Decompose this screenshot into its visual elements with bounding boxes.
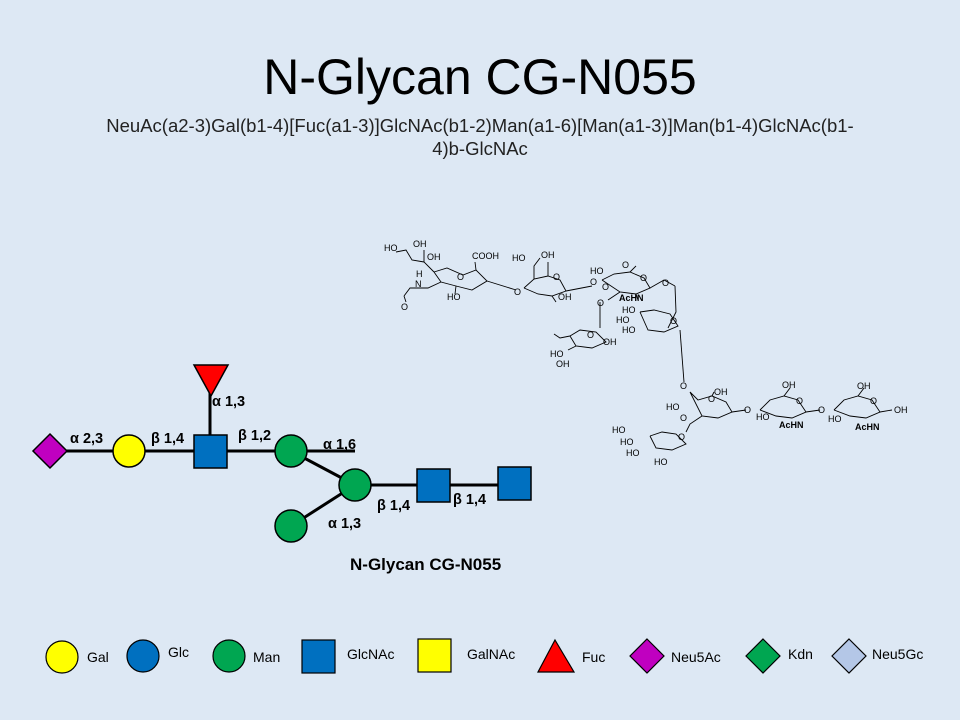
linkage-label: β 1,4 xyxy=(453,492,486,508)
atom-label: O xyxy=(553,272,560,282)
atom-label: HO xyxy=(622,305,636,315)
glycan-caption: N-Glycan CG-N055 xyxy=(350,555,501,574)
atom-label: HO xyxy=(550,349,564,359)
atom-label: HO xyxy=(622,325,636,335)
gal-residue xyxy=(112,434,146,468)
atom-label: AcHN xyxy=(779,420,804,430)
atom-label: HO xyxy=(616,315,630,325)
glcnac-residue-branch xyxy=(193,434,228,469)
atom-label: HO xyxy=(828,414,842,424)
atom-label: HO xyxy=(512,253,526,263)
atom-label: HO xyxy=(590,266,604,276)
atom-label: O xyxy=(870,396,877,406)
chemical-structure: HO OH OH H N O O COOH HO O HO OH O OH O … xyxy=(384,239,908,467)
atom-label: O xyxy=(680,413,687,423)
atom-label: O xyxy=(818,405,825,415)
legend-label: Neu5Ac xyxy=(671,649,721,665)
glcnac-residue-core xyxy=(416,468,451,503)
linkage-label: β 1,4 xyxy=(151,431,184,447)
structure-atom-labels: HO OH OH H N O O COOH HO O HO OH O OH O … xyxy=(384,239,908,467)
neu5ac-residue xyxy=(31,432,69,470)
legend-label: Glc xyxy=(168,644,189,660)
atom-label: OH xyxy=(782,380,796,390)
atom-label: OH xyxy=(541,250,555,260)
glcnac-residue-reducing xyxy=(497,466,532,501)
atom-label: O xyxy=(457,272,464,282)
atom-label: OH xyxy=(894,405,908,415)
legend-man-circle xyxy=(212,639,246,673)
atom-label: O xyxy=(401,302,408,312)
legend-label: GalNAc xyxy=(467,646,515,662)
atom-label: AcHN xyxy=(855,422,880,432)
legend-fuc-triangle xyxy=(537,638,576,673)
atom-label: HO xyxy=(612,425,626,435)
atom-label: N xyxy=(415,279,422,289)
atom-label: HO xyxy=(447,292,461,302)
legend-neu5gc-diamond xyxy=(831,638,867,674)
legend-label: Kdn xyxy=(788,646,813,662)
atom-label: OH xyxy=(714,387,728,397)
legend-kdn-diamond xyxy=(745,638,781,674)
atom-label: AcHN xyxy=(619,293,644,303)
atom-label: OH xyxy=(857,381,871,391)
legend xyxy=(45,638,867,674)
atom-label: O xyxy=(590,277,597,287)
atom-label: OH xyxy=(427,252,441,262)
linkage-label: β 1,2 xyxy=(238,428,271,444)
atom-label: OH xyxy=(413,239,427,249)
linkage-label: β 1,4 xyxy=(377,498,410,514)
legend-galnac-square xyxy=(417,638,452,673)
legend-glc-circle xyxy=(126,639,160,673)
atom-label: O xyxy=(587,330,594,340)
linkage-labels: α 2,3 β 1,4 α 1,3 β 1,2 α 1,6 α 1,3 β 1,… xyxy=(70,394,486,532)
snfg-residues xyxy=(31,364,532,543)
man-residue-core xyxy=(338,468,372,502)
linkage-label: α 1,3 xyxy=(212,394,245,410)
atom-label: HO xyxy=(384,243,398,253)
atom-label: OH xyxy=(603,337,617,347)
atom-label: HO xyxy=(620,437,634,447)
atom-label: O xyxy=(796,396,803,406)
legend-label: Gal xyxy=(87,649,109,665)
atom-label: HO xyxy=(654,457,668,467)
atom-label: O xyxy=(597,298,604,308)
legend-labels: Gal Glc Man GlcNAc GalNAc Fuc Neu5Ac Kdn… xyxy=(87,644,923,665)
atom-label: O xyxy=(602,282,609,292)
man-residue-a13 xyxy=(274,509,308,543)
atom-label: O xyxy=(678,432,685,442)
atom-label: O xyxy=(680,381,687,391)
structure-bonds xyxy=(395,249,893,451)
atom-label: O xyxy=(662,278,669,288)
linkage-label: α 1,3 xyxy=(328,516,361,532)
atom-label: COOH xyxy=(472,251,499,261)
man-residue-a16 xyxy=(274,434,308,468)
atom-label: O xyxy=(670,316,677,326)
atom-label: O xyxy=(708,394,715,404)
fuc-residue xyxy=(192,364,230,398)
legend-glcnac-square xyxy=(301,639,336,674)
atom-label: OH xyxy=(556,359,570,369)
atom-label: O xyxy=(622,260,629,270)
legend-neu5ac-diamond xyxy=(629,638,665,674)
atom-label: O xyxy=(640,273,647,283)
linkage-label: α 1,6 xyxy=(323,437,356,453)
atom-label: HO xyxy=(666,402,680,412)
atom-label: OH xyxy=(558,292,572,302)
legend-label: GlcNAc xyxy=(347,646,394,662)
atom-label: H xyxy=(416,269,423,279)
atom-label: O xyxy=(744,405,751,415)
linkage-label: α 2,3 xyxy=(70,431,103,447)
atom-label: HO xyxy=(626,448,640,458)
legend-gal-circle xyxy=(45,640,79,674)
legend-label: Man xyxy=(253,649,280,665)
atom-label: O xyxy=(514,287,521,297)
page-title: N-Glycan CG-N055 xyxy=(263,49,697,105)
iupac-sequence: NeuAc(a2-3)Gal(b1-4)[Fuc(a1-3)]GlcNAc(b1… xyxy=(106,115,854,159)
atom-label: HO xyxy=(756,412,770,422)
legend-label: Neu5Gc xyxy=(872,646,923,662)
legend-label: Fuc xyxy=(582,649,605,665)
